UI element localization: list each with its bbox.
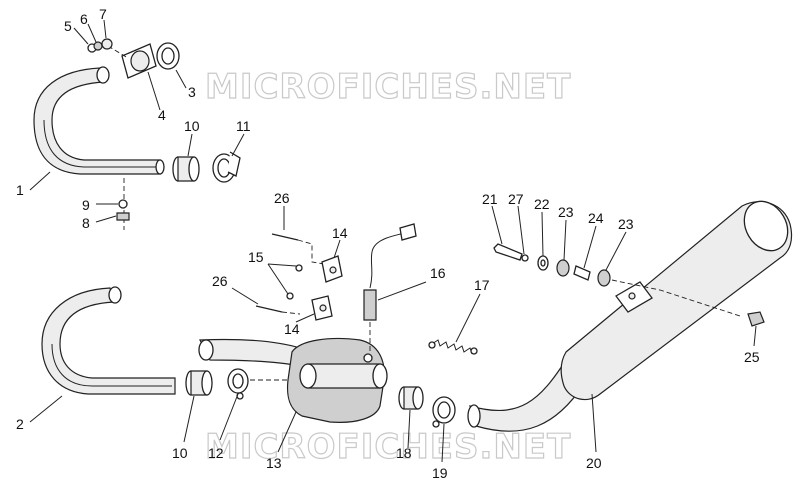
callout-23-right: 23 xyxy=(618,216,634,232)
sleeve-18 xyxy=(398,386,424,410)
silencer-20 xyxy=(467,200,793,432)
callout-24: 24 xyxy=(588,210,604,226)
callout-21: 21 xyxy=(482,191,498,207)
callout-17: 17 xyxy=(474,277,490,293)
callout-4: 4 xyxy=(158,107,166,123)
callout-27: 27 xyxy=(508,191,524,207)
bolt-26-upper xyxy=(271,233,325,265)
callout-7: 7 xyxy=(99,6,107,22)
flange-4 xyxy=(107,43,157,79)
callout-22: 22 xyxy=(534,196,550,212)
bolt-26-lower xyxy=(255,305,301,315)
callout-16: 16 xyxy=(430,265,446,281)
nut-25 xyxy=(747,311,765,327)
callout-18: 18 xyxy=(396,445,412,461)
clamp-19 xyxy=(432,396,456,428)
callout-13: 13 xyxy=(266,455,282,471)
callout-6: 6 xyxy=(80,11,88,27)
callout-10-bottom: 10 xyxy=(172,445,188,461)
callout-2: 2 xyxy=(16,416,24,432)
watermark-bottom: MICROFICHES.NET xyxy=(205,427,571,467)
callout-19: 19 xyxy=(432,465,448,481)
washer-22 xyxy=(537,255,549,271)
spring-17 xyxy=(428,339,478,355)
callout-10-top: 10 xyxy=(184,118,200,134)
callout-26-lower: 26 xyxy=(212,273,228,289)
callout-11: 11 xyxy=(236,118,251,134)
collector-box-13 xyxy=(198,337,388,423)
watermark-top: MICROFICHES.NET xyxy=(205,67,571,107)
callout-15: 15 xyxy=(248,249,264,265)
washer-27 xyxy=(521,254,529,262)
callout-1: 1 xyxy=(16,182,24,198)
bushing-23-left xyxy=(556,259,570,277)
callout-3: 3 xyxy=(188,84,196,100)
sleeve-10-top xyxy=(172,156,200,182)
callout-25: 25 xyxy=(744,349,760,365)
sleeve-10-bottom xyxy=(185,370,213,396)
callout-12: 12 xyxy=(208,445,224,461)
callout-labels: 1 2 3 4 5 6 7 8 9 10 10 11 12 13 14 14 1… xyxy=(16,6,760,481)
callout-14-upper: 14 xyxy=(332,225,348,241)
washer-15-lower xyxy=(286,292,294,300)
bracket-14-lower xyxy=(311,295,333,321)
nut-washer-5-6-7 xyxy=(87,38,113,53)
washer-15-upper xyxy=(295,264,303,272)
callout-20: 20 xyxy=(586,455,602,471)
bushing-23-right xyxy=(597,269,611,287)
clamp-11 xyxy=(212,151,241,183)
callout-23-left: 23 xyxy=(558,204,574,220)
callout-5: 5 xyxy=(64,18,72,34)
leader-lines xyxy=(29,19,757,463)
gasket-3 xyxy=(156,42,180,70)
fastener-8-9 xyxy=(116,178,130,230)
callout-9: 9 xyxy=(82,197,90,213)
callout-14-lower: 14 xyxy=(284,321,300,337)
bolt-21 xyxy=(493,243,523,261)
header-pipe-upper xyxy=(33,66,165,175)
callout-8: 8 xyxy=(82,215,90,231)
callout-26-upper: 26 xyxy=(274,190,290,206)
header-pipe-lower xyxy=(41,286,176,395)
bracket-14-upper xyxy=(321,255,343,283)
clamp-12 xyxy=(227,368,249,400)
spacer-24 xyxy=(573,265,591,281)
lambda-sensor-16 xyxy=(363,223,417,352)
